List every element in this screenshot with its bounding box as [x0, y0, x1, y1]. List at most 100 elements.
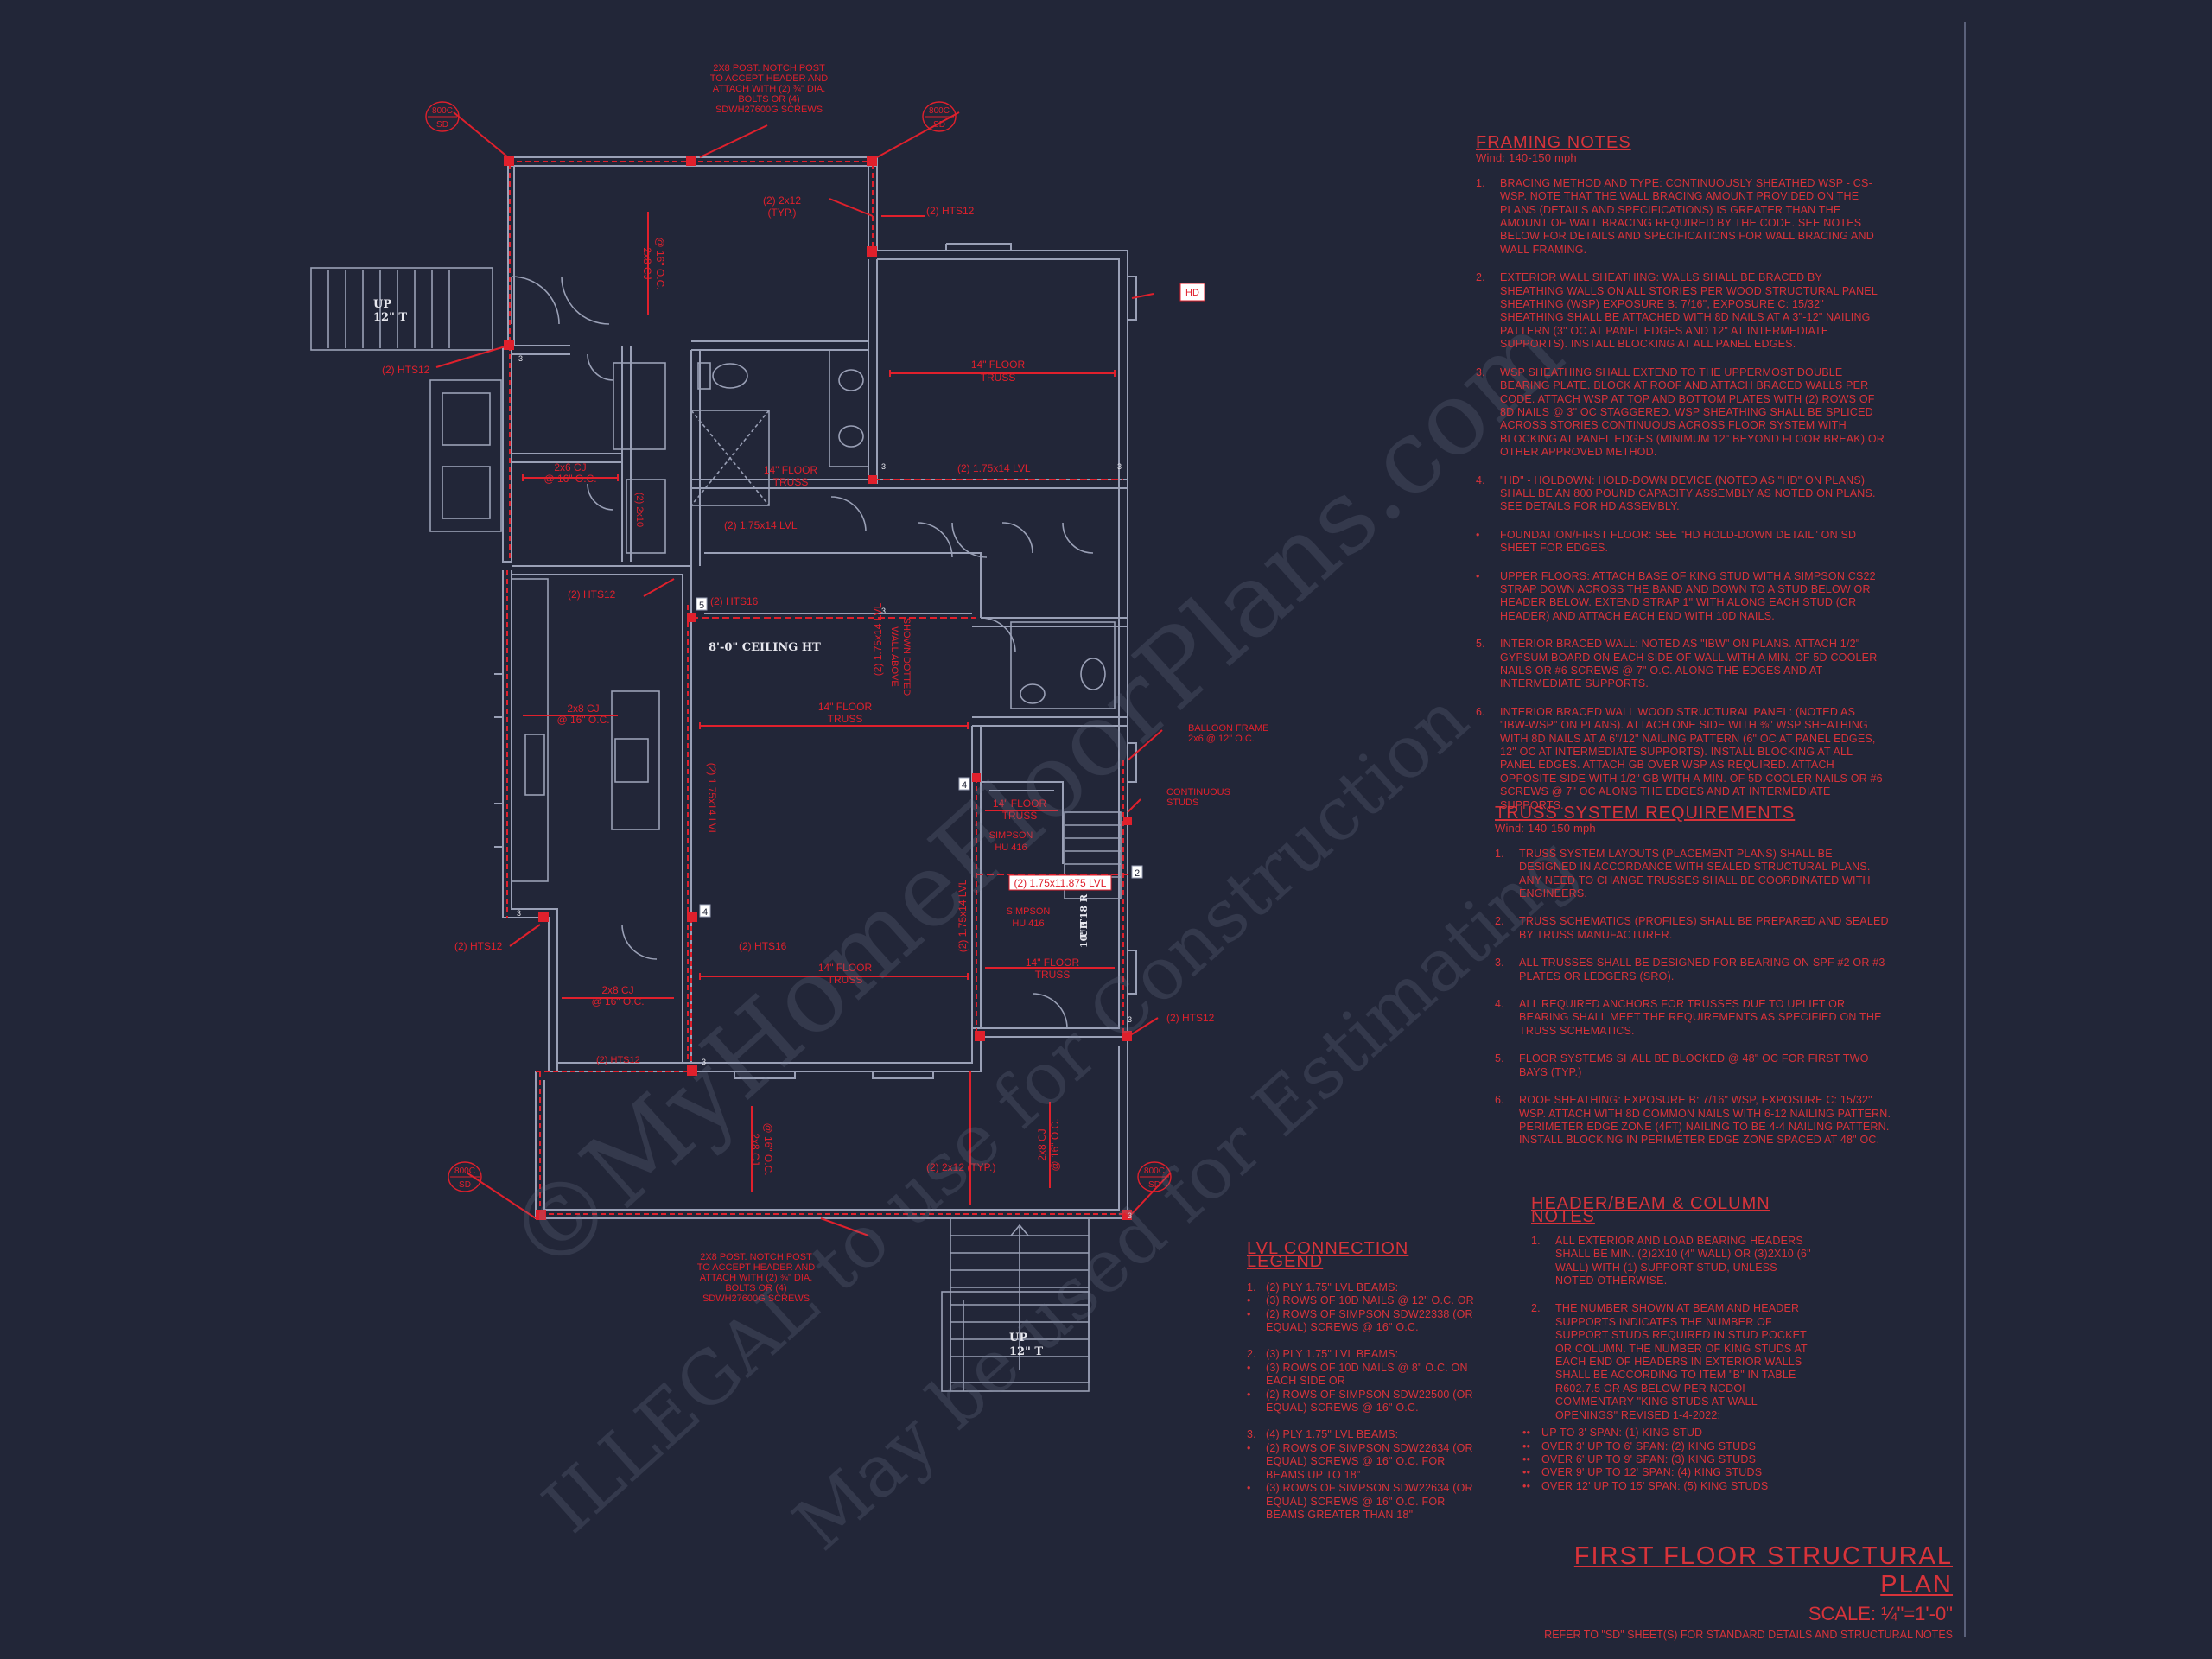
framing-note-item-5: •FOUNDATION/FIRST FLOOR: SEE "HD HOLD-DO… — [1476, 529, 1886, 556]
right-leaders — [1127, 293, 1163, 1038]
porch-2x12: (2) 2x12 — [763, 194, 801, 207]
closet-shelf-1 — [613, 362, 666, 450]
side-stair — [310, 267, 493, 351]
lvl-wall-label: (2) 1.75x14 LVL — [872, 602, 884, 676]
lvl-callout-text: (2) 1.75x11.875 LVL — [1014, 877, 1107, 889]
detail-tag-top-left — [425, 101, 460, 132]
lvl-line-text: (3) ROWS OF 10d NAILS @ 12" O.C. OR — [1266, 1294, 1474, 1307]
porch-right-wall — [868, 157, 878, 251]
cj-kitchen: 2x8 CJ — [567, 702, 599, 715]
truss-note-item-1: 1.TRUSS SYSTEM LAYOUTS (PLACEMENT PLANS)… — [1495, 848, 1892, 901]
lvl-legend-groups: 1.(2) PLY 1.75" LVL BEAMS:•(3) ROWS OF 1… — [1247, 1281, 1480, 1522]
cj-right-vertical: 2x8 CJ — [1036, 1128, 1048, 1160]
hall-closets — [704, 552, 982, 618]
truss-great-lower-label: TRUSS — [828, 974, 863, 986]
small-stair-label: UP 18 R — [1078, 893, 1090, 938]
cj-closet: 2x6 CJ — [554, 461, 586, 474]
hts-leaders — [829, 198, 925, 217]
bullet-text: OVER 12' UP TO 15' SPAN: (5) KING STUDS — [1541, 1479, 1769, 1492]
header-notes-list: 1.ALL EXTERIOR AND LOAD BEARING HEADERS … — [1531, 1235, 1816, 1422]
lvl-line-mark: • — [1247, 1482, 1251, 1495]
bullet-text: OVER 6' UP TO 9' SPAN: (3) KING STUDS — [1541, 1452, 1757, 1465]
framing-note-item-number: • — [1476, 528, 1480, 541]
chair-2 — [442, 466, 491, 519]
post-note-bottom: ATTACH WITH (2) ¾" DIA. — [700, 1273, 813, 1283]
powder-bottom — [972, 716, 1128, 727]
post-note-top: TO ACCEPT HEADER AND — [710, 73, 829, 84]
truss-note-item-text: ALL TRUSSES SHALL BE DESIGNED FOR BEARIN… — [1519, 957, 1885, 982]
stair-treads — [327, 270, 450, 348]
number-4a: 4 — [962, 780, 967, 791]
post-15 — [972, 773, 981, 782]
sheet-title-block: FIRST FLOOR STRUCTURAL PLAN SCALE: ¼"=1'… — [1531, 1542, 1953, 1641]
truss-note-item-number: 4. — [1495, 998, 1504, 1011]
truss-bath-label: TRUSS — [773, 476, 809, 488]
continuous-studs-note: STUDS — [1166, 798, 1198, 808]
small-stair-label: 10" T — [1078, 918, 1090, 948]
stud-count-8: 3 — [1128, 1211, 1132, 1220]
framing-note-item-1: 1.BRACING METHOD AND TYPE: CONTINUOUSLY … — [1476, 177, 1886, 257]
stud-count-2: 3 — [517, 909, 521, 918]
stud-count-7: 3 — [1128, 1015, 1132, 1024]
span-closet — [522, 474, 619, 481]
truss-note-item-text: TRUSS SYSTEM LAYOUTS (PLACEMENT PLANS) S… — [1519, 847, 1871, 900]
stud-count-5: 3 — [1117, 462, 1122, 471]
wall-above-note-2: SHOWN DOTTED — [901, 618, 912, 696]
header-note-item-1: 1.ALL EXTERIOR AND LOAD BEARING HEADERS … — [1531, 1235, 1816, 1288]
lvl-group-3: 3.(4) PLY 1.75" LVL BEAMS:•(2) ROWS OF S… — [1247, 1428, 1480, 1522]
lvl-line: •(2) ROWS OF SIMPSON SDW22338 (OR EQUAL)… — [1247, 1308, 1480, 1335]
side-stair-tread: 12" T — [373, 311, 407, 324]
truss-note-item-text: ROOF SHEATHING: EXPOSURE B: 7/16" WSP, E… — [1519, 1094, 1891, 1147]
post-9 — [687, 1065, 697, 1076]
stair-run — [1064, 811, 1122, 899]
closet-doors — [587, 353, 614, 511]
continuous-studs-note: CONTINUOUS — [1166, 787, 1230, 798]
lvl-bath-label: (2) 1.75x14 LVL — [724, 519, 798, 531]
king-stud-bullet-3: ••OVER 6' UP TO 9' SPAN: (3) KING STUDS — [1522, 1453, 1816, 1466]
header-note-item-2: 2.THE NUMBER SHOWN AT BEAM AND HEADER SU… — [1531, 1302, 1816, 1422]
header-2x10: (2) 2x10 — [634, 493, 645, 527]
framing-note-item-text: UPPER FLOORS: ATTACH BASE OF KING STUD W… — [1500, 569, 1876, 622]
detail-tag-top-right-code: 800C — [929, 106, 950, 116]
post-note-top: SDWH27600G SCREWS — [715, 105, 823, 115]
door-1 — [511, 276, 560, 325]
truss-note-item-number: 6. — [1495, 1094, 1504, 1107]
deck-bench — [429, 379, 502, 532]
post-16 — [1123, 817, 1132, 825]
truss-note-item-number: 3. — [1495, 957, 1504, 969]
stud-count-3: 3 — [881, 462, 886, 471]
header-note-item-number: 1. — [1531, 1234, 1541, 1247]
cj-closet-spacing: @ 16" O.C. — [543, 473, 596, 485]
chair-1 — [442, 392, 491, 446]
lvl-line-text: (2) ROWS OF SIMPSON SDW22500 (OR EQUAL) … — [1266, 1388, 1473, 1414]
lvl-line-mark: • — [1247, 1361, 1251, 1374]
island-sink — [614, 738, 649, 783]
stair-run-treads — [1065, 824, 1121, 878]
lvl-hall-label: (2) 1.75x14 LVL — [957, 462, 1031, 474]
detail-tag-top-left-code: 800C — [432, 106, 453, 116]
rear-door — [621, 924, 658, 960]
rear-stair-landing — [941, 1291, 1090, 1392]
framing-note-item-text: WSP SHEATHING SHALL EXTEND TO THE UPPERM… — [1500, 365, 1885, 459]
master-bedroom-exterior — [868, 250, 1128, 760]
lvl-line-mark: • — [1247, 1307, 1251, 1320]
post-1 — [504, 156, 514, 166]
post-note-top: BOLTS OR (4) — [738, 94, 799, 105]
post-note-top: 2X8 POST. NOTCH POST — [713, 63, 825, 73]
post-8 — [687, 912, 697, 922]
lvl-line-mark: • — [1247, 1294, 1251, 1307]
header-notes-title: HEADER/BEAM & COLUMN NOTES — [1531, 1194, 1770, 1227]
post-2 — [686, 156, 696, 166]
truss-note-item-text: ALL REQUIRED ANCHORS FOR TRUSSES DUE TO … — [1519, 998, 1882, 1037]
framing-note-item-6: •UPPER FLOORS: ATTACH BASE OF KING STUD … — [1476, 570, 1886, 624]
truss-bath: 14" FLOOR — [764, 464, 818, 476]
plan-fixtures — [310, 267, 1122, 1392]
framing-note-item-2: 2.EXTERIOR WALL SHEATHING: WALLS SHALL B… — [1476, 271, 1886, 351]
truss-note-item-4: 4. ALL REQUIRED ANCHORS FOR TRUSSES DUE T… — [1495, 998, 1892, 1038]
rear-stair-up: UP — [1009, 1332, 1027, 1344]
bullet-text: OVER 9' UP TO 12' SPAN: (4) KING STUDS — [1541, 1466, 1763, 1479]
left-windows — [494, 673, 504, 848]
post-note-bottom: SDWH27600G SCREWS — [702, 1294, 810, 1304]
